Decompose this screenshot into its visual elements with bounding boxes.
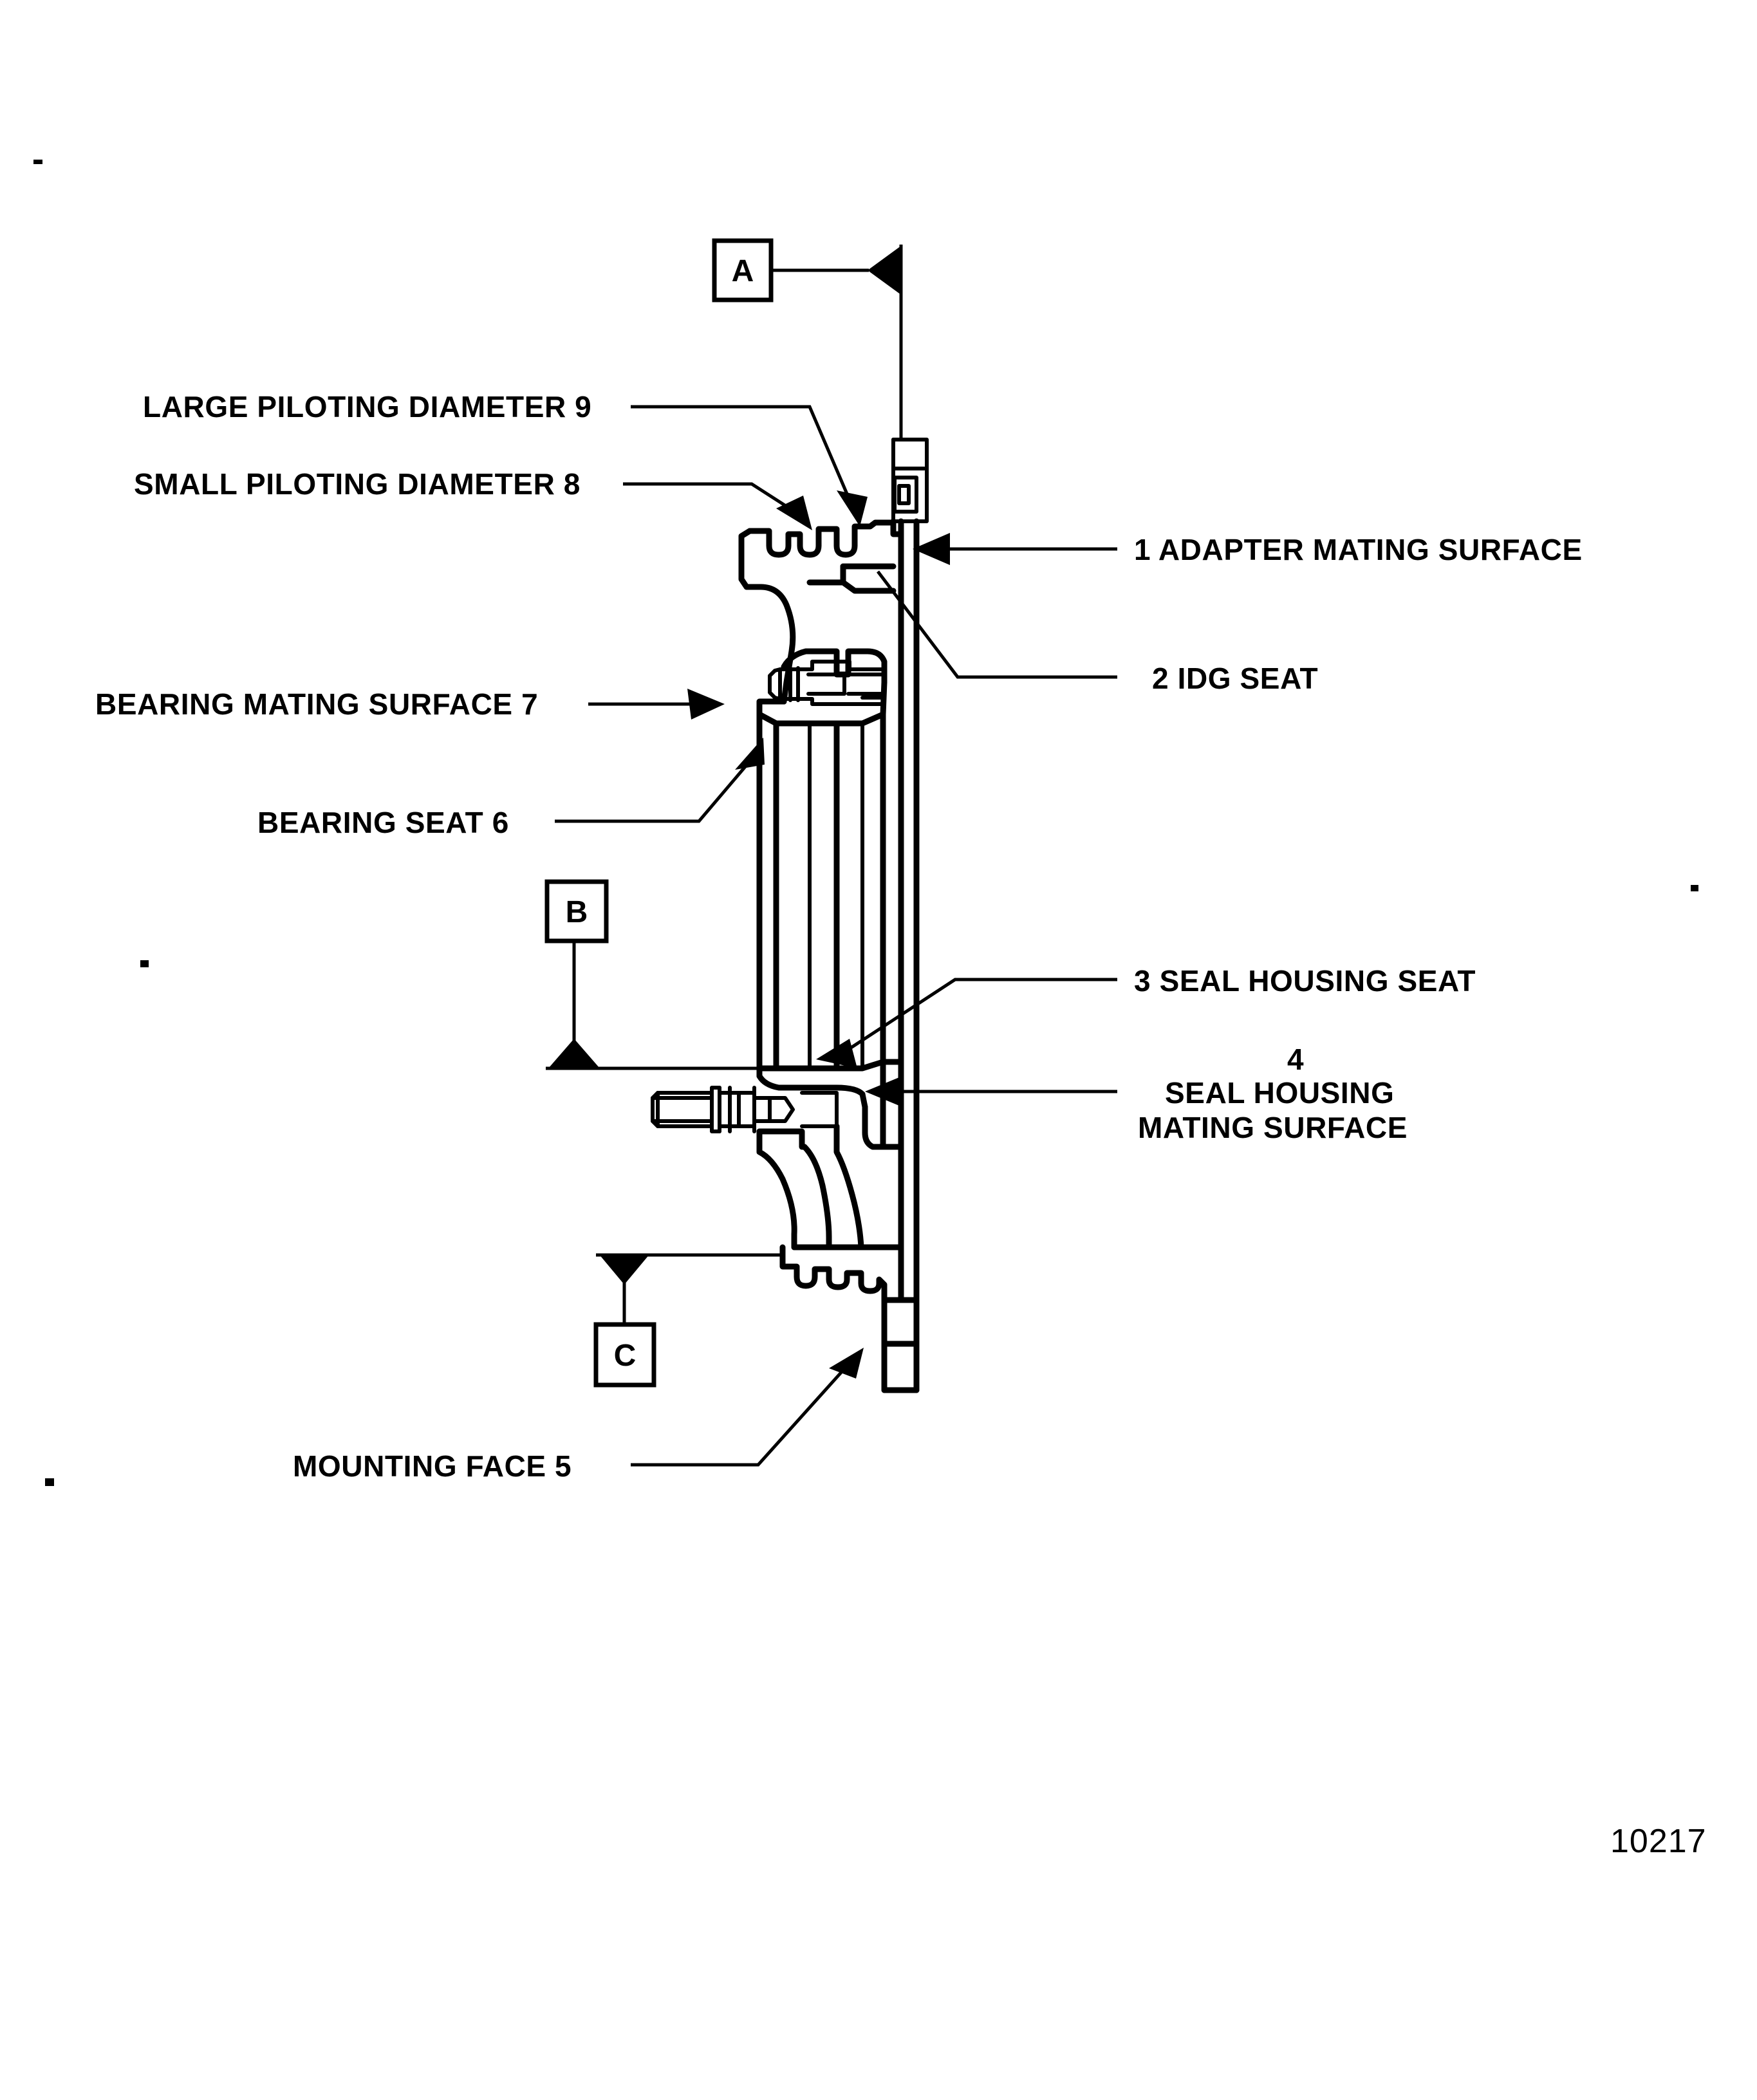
callout-small-piloting-diameter-label: SMALL PILOTING DIAMETER 8 <box>134 467 581 501</box>
callout-large-piloting-diameter-label: LARGE PILOTING DIAMETER 9 <box>143 390 591 423</box>
callout-bearing-mating-surface-arrow-icon <box>687 689 725 720</box>
datum-b-group[interactable]: B <box>544 879 759 1070</box>
callout-seal-housing-seat-label: 3 SEAL HOUSING SEAT <box>1134 964 1476 998</box>
callout-seal-housing-seat-arrow-icon <box>816 1039 857 1068</box>
callout-mounting-face-leader <box>631 1362 851 1467</box>
scan-artifacts <box>33 160 1698 1486</box>
datum-c-triangle-icon <box>599 1254 650 1285</box>
callout-bearing-seat-leader <box>555 752 758 823</box>
callout-small-piloting-diameter-arrow-icon <box>776 496 812 530</box>
callout-idg-seat-leader <box>877 570 1117 679</box>
callout-bearing-mating-surface[interactable]: BEARING MATING SURFACE 7 <box>95 687 725 721</box>
callout-seal-housing-mating-surface-line1: 4 <box>1287 1043 1304 1076</box>
callout-adapter-mating-surface-label: 1 ADAPTER MATING SURFACE <box>1134 533 1583 566</box>
callout-bearing-seat-arrow-icon <box>735 738 765 770</box>
figure-number: 10217 <box>1610 1823 1707 1860</box>
callout-seal-housing-mating-surface-line3: MATING SURFACE <box>1138 1111 1408 1144</box>
callout-adapter-mating-surface[interactable]: 1 ADAPTER MATING SURFACE <box>913 533 1583 566</box>
callout-large-piloting-diameter-arrow-icon <box>837 490 868 526</box>
callout-seal-housing-seat[interactable]: 3 SEAL HOUSING SEAT <box>816 964 1476 1068</box>
callout-seal-housing-mating-surface[interactable]: 4 SEAL HOUSING MATING SURFACE <box>865 1043 1408 1144</box>
top-flange-boss <box>891 438 929 523</box>
datum-b-box <box>544 879 609 943</box>
datum-a-group[interactable]: A <box>712 238 901 302</box>
callout-small-piloting-diameter[interactable]: SMALL PILOTING DIAMETER 8 <box>134 467 812 530</box>
barrel-body <box>756 711 886 1079</box>
callout-large-piloting-diameter[interactable]: LARGE PILOTING DIAMETER 9 <box>143 390 868 526</box>
callout-bearing-seat[interactable]: BEARING SEAT 6 <box>257 738 765 839</box>
callout-idg-seat-label: 2 IDG SEAT <box>1152 662 1318 695</box>
datum-b-letter: B <box>566 895 588 929</box>
datum-a-triangle-icon <box>868 246 901 295</box>
datum-c-group[interactable]: C <box>593 1253 783 1388</box>
part-cross-section <box>651 245 929 1393</box>
datum-c-box <box>593 1322 656 1388</box>
bottom-mounting-flange <box>779 1244 920 1393</box>
callout-small-piloting-diameter-leader <box>623 482 807 521</box>
datum-a-box <box>712 238 774 302</box>
callout-seal-housing-mating-surface-arrow-icon <box>865 1076 902 1107</box>
datum-c-letter: C <box>614 1339 637 1373</box>
callout-mounting-face-label: MOUNTING FACE 5 <box>293 1449 572 1483</box>
callout-adapter-mating-surface-arrow-icon <box>913 533 950 565</box>
datum-a-letter: A <box>732 254 754 288</box>
callout-mounting-face-arrow-icon <box>829 1348 864 1379</box>
seal-housing-region <box>651 1059 904 1250</box>
callout-bearing-seat-label: BEARING SEAT 6 <box>257 806 509 839</box>
callout-bearing-mating-surface-label: BEARING MATING SURFACE 7 <box>95 687 538 721</box>
upper-flange-body <box>738 518 920 1250</box>
callout-mounting-face[interactable]: MOUNTING FACE 5 <box>293 1348 864 1483</box>
callout-large-piloting-diameter-leader <box>631 405 858 516</box>
datum-b-triangle-icon <box>548 1039 600 1068</box>
callout-idg-seat[interactable]: 2 IDG SEAT <box>877 570 1318 695</box>
callout-seal-housing-mating-surface-line2: SEAL HOUSING <box>1165 1076 1395 1110</box>
callout-seal-housing-seat-leader <box>846 978 1117 1052</box>
bearing-seat-region <box>756 648 888 727</box>
